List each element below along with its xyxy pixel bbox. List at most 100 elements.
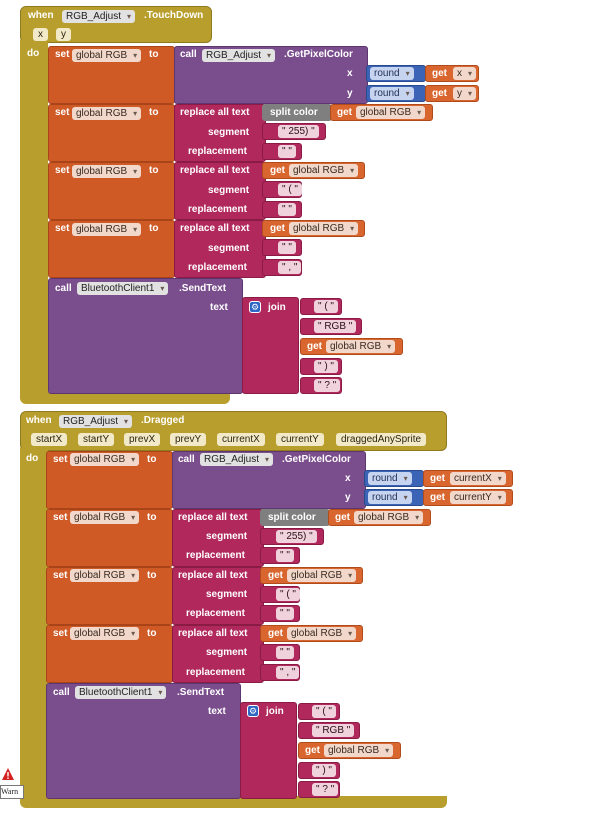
get-var-dropdown[interactable]: global RGB — [287, 569, 357, 582]
replace-all-text-block[interactable] — [174, 162, 266, 220]
param-startY[interactable]: startY — [78, 433, 115, 446]
gear-icon[interactable]: ⚙ — [247, 705, 259, 717]
string-value[interactable]: " 255) " — [276, 530, 317, 543]
var-dropdown[interactable]: global RGB — [72, 165, 142, 178]
get-var-dropdown[interactable]: y — [453, 87, 476, 100]
string-value[interactable]: " ( " — [278, 183, 302, 196]
get-var-dropdown[interactable]: global RGB — [289, 164, 359, 177]
get-var-dropdown[interactable]: global RGB — [289, 222, 359, 235]
string-value[interactable]: " , " — [278, 261, 302, 274]
replace-all-text-block[interactable] — [172, 625, 264, 683]
sendtext-call-block[interactable] — [48, 278, 243, 394]
component-dropdown[interactable]: RGB_Adjust — [202, 49, 276, 62]
string-value[interactable]: " ( " — [314, 300, 338, 313]
join-block[interactable] — [240, 702, 297, 799]
get-var-dropdown[interactable]: global RGB — [287, 627, 357, 640]
var-dropdown[interactable]: global RGB — [72, 223, 142, 236]
set-block-1[interactable] — [48, 46, 175, 104]
method-name: .SendText — [179, 283, 227, 294]
param-startX[interactable]: startX — [31, 433, 68, 446]
string-value[interactable]: " " — [278, 241, 296, 254]
split-color-block[interactable] — [260, 509, 330, 526]
get-keyword: get — [307, 341, 322, 352]
get-keyword: get — [432, 68, 447, 79]
set-block-1[interactable] — [46, 451, 173, 509]
replace-all-text-block[interactable] — [174, 220, 266, 278]
get-keyword: get — [432, 88, 447, 99]
param-draggedAnySprite[interactable]: draggedAnySprite — [336, 433, 427, 446]
param-prevY[interactable]: prevY — [170, 433, 207, 446]
get-keyword: get — [305, 745, 320, 756]
to-keyword: to — [149, 165, 159, 176]
string-value[interactable]: " " — [276, 646, 294, 659]
round-dropdown[interactable]: round — [368, 491, 412, 504]
string-value[interactable]: " ? " — [312, 783, 339, 796]
set-keyword: set — [55, 223, 70, 234]
to-keyword: to — [149, 49, 159, 60]
string-value[interactable]: " " — [278, 145, 296, 158]
set-block-2[interactable] — [48, 104, 175, 162]
get-var-dropdown[interactable]: currentX — [450, 472, 506, 485]
string-value[interactable]: " ( " — [312, 705, 336, 718]
var-dropdown[interactable]: global RGB — [72, 107, 142, 120]
get-var-dropdown[interactable]: global RGB — [324, 744, 394, 757]
string-value[interactable]: " RGB " — [314, 320, 357, 333]
y-socket-label: y — [345, 492, 351, 503]
param-x[interactable]: x — [33, 28, 48, 41]
string-value[interactable]: " ( " — [276, 588, 300, 601]
component-dropdown[interactable]: BluetoothClient1 — [75, 686, 167, 699]
var-dropdown[interactable]: global RGB — [70, 569, 140, 582]
var-dropdown[interactable]: global RGB — [70, 511, 140, 524]
split-color-block[interactable] — [262, 104, 332, 121]
round-dropdown[interactable]: round — [370, 67, 414, 80]
string-value[interactable]: " 255) " — [278, 125, 319, 138]
do-keyword: do — [26, 453, 39, 464]
replace-all-text-label: replace all text — [180, 107, 250, 118]
warning-icon[interactable] — [2, 768, 14, 780]
string-value[interactable]: " " — [276, 549, 294, 562]
get-keyword: get — [270, 223, 285, 234]
string-value[interactable]: " , " — [276, 666, 300, 679]
sendtext-call-block[interactable] — [46, 683, 241, 799]
var-dropdown[interactable]: global RGB — [70, 453, 140, 466]
to-keyword: to — [147, 570, 157, 581]
string-value[interactable]: " " — [278, 203, 296, 216]
warning-label[interactable]: Warn — [0, 785, 24, 799]
round-dropdown[interactable]: round — [370, 87, 414, 100]
param-currentX[interactable]: currentX — [217, 433, 265, 446]
param-prevX[interactable]: prevX — [124, 433, 161, 446]
set-keyword: set — [53, 454, 68, 465]
touchdown-event-body-edge — [20, 40, 48, 400]
event-name: .TouchDown — [144, 10, 204, 21]
param-currentY[interactable]: currentY — [276, 433, 324, 446]
round-dropdown[interactable]: round — [368, 472, 412, 485]
component-dropdown[interactable]: RGB_Adjust — [62, 10, 136, 23]
component-dropdown[interactable]: RGB_Adjust — [200, 453, 274, 466]
component-dropdown[interactable]: RGB_Adjust — [59, 415, 133, 428]
get-var-dropdown[interactable]: global RGB — [356, 106, 426, 119]
get-var-dropdown[interactable]: global RGB — [354, 511, 424, 524]
component-dropdown[interactable]: BluetoothClient1 — [77, 282, 169, 295]
replace-all-text-block[interactable] — [172, 509, 264, 567]
get-var-dropdown[interactable]: x — [453, 67, 476, 80]
join-block[interactable] — [242, 297, 299, 394]
x-socket-label: x — [345, 473, 351, 484]
get-var-dropdown[interactable]: global RGB — [326, 340, 396, 353]
gear-icon[interactable]: ⚙ — [249, 301, 261, 313]
string-value[interactable]: " " — [276, 607, 294, 620]
call-keyword: call — [55, 283, 72, 294]
param-y[interactable]: y — [56, 28, 71, 41]
get-keyword: get — [270, 165, 285, 176]
replace-all-text-block[interactable] — [174, 104, 266, 162]
get-var-dropdown[interactable]: currentY — [450, 491, 506, 504]
segment-label: segment — [208, 185, 250, 196]
text-socket-label: text — [210, 302, 228, 313]
replacement-label: replacement — [188, 262, 247, 273]
string-value[interactable]: " ) " — [312, 764, 336, 777]
string-value[interactable]: " RGB " — [312, 724, 355, 737]
var-dropdown[interactable]: global RGB — [72, 49, 142, 62]
string-value[interactable]: " ? " — [314, 379, 341, 392]
event-name: .Dragged — [141, 415, 185, 426]
string-value[interactable]: " ) " — [314, 360, 338, 373]
var-dropdown[interactable]: global RGB — [70, 627, 140, 640]
